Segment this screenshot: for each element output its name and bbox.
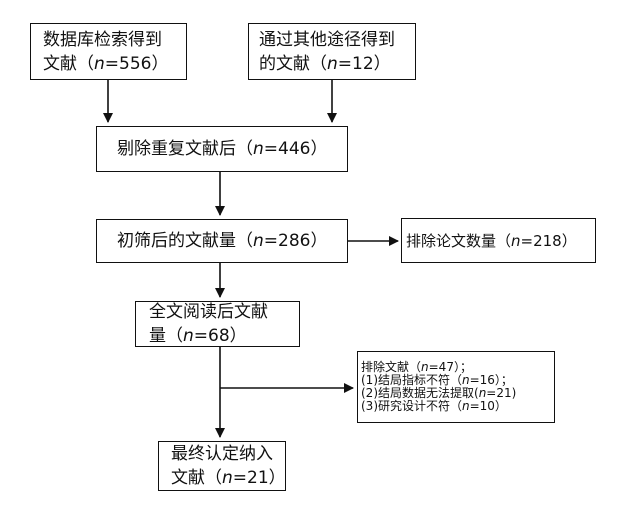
screened-text: 初筛后的文献量（n=286） <box>117 231 328 251</box>
database-records-line2: 文献（n=556） <box>43 53 169 74</box>
excluded-reasons-box: 排除文献（n=47）； (1)结局指标不符（n=16）； (2)结局数据无法提取… <box>357 351 555 423</box>
excluded-papers-text: 排除论文数量（n=218） <box>406 231 577 250</box>
excluded-reasons-line2: (1)结局指标不符（n=16）； <box>361 373 513 387</box>
screened-box: 初筛后的文献量（n=286） <box>96 219 348 263</box>
deduplicated-box: 剔除重复文献后（n=446） <box>96 126 348 172</box>
database-records-line1: 数据库检索得到 <box>43 29 162 50</box>
final-included-line1: 最终认定纳入 <box>171 444 273 464</box>
fulltext-line2: 量（n=68） <box>149 326 247 346</box>
other-sources-box: 通过其他途径得到 的文献（n=12） <box>248 23 416 80</box>
other-sources-line2: 的文献（n=12） <box>259 53 391 74</box>
excluded-reasons-line3: (2)结局数据无法提取(n=21) <box>361 386 517 400</box>
excluded-reasons-line1: 排除文献（n=47）； <box>361 360 472 374</box>
excluded-reasons-line4: (3)研究设计不符（n=10） <box>361 399 507 413</box>
deduplicated-text: 剔除重复文献后（n=446） <box>117 139 328 159</box>
fulltext-line1: 全文阅读后文献 <box>149 302 268 322</box>
other-sources-line1: 通过其他途径得到 <box>259 29 395 50</box>
excluded-papers-box: 排除论文数量（n=218） <box>401 218 596 263</box>
final-included-box: 最终认定纳入 文献（n=21） <box>158 441 286 491</box>
final-included-line2: 文献（n=21） <box>171 468 286 488</box>
fulltext-box: 全文阅读后文献 量（n=68） <box>135 301 300 347</box>
database-records-box: 数据库检索得到 文献（n=556） <box>30 23 187 80</box>
